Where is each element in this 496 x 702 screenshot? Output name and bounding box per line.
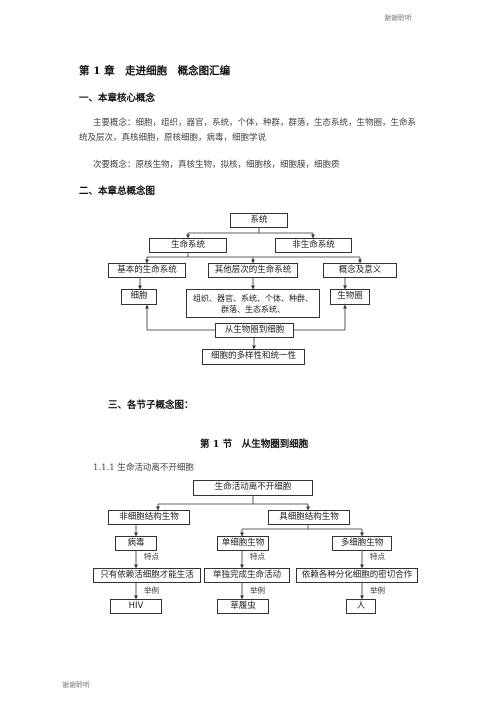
d1-node-concept-meaning: 概念及意义 [323,263,397,278]
d1-node-levels-line-2: 群落、生态系统、 [221,305,285,314]
d2-label-multicellular-example: 举例 [370,586,385,595]
d2-node-virus: 病毒 [115,536,157,551]
d2-node-multicellular: 多细胞生物 [332,536,392,551]
core-concepts-heading: 一、本章核心概念 [79,93,156,104]
d2-label-unicellular-example: 举例 [250,586,265,595]
subsection-1-1-1-heading: 1.1.1 生命活动离不开细胞 [93,463,194,473]
d2-node-human: 人 [346,599,376,614]
d1-node-basic-life-system: 基本的生命系统 [108,263,186,278]
d1-arrow-to-cell-from-bridge [145,304,215,331]
d1-node-other-levels: 其他层次的生命系统 [208,263,298,278]
d2-node-top: 生命活动离不开细胞 [193,480,313,496]
primary-concepts-line-2: 统及层次，真核细胞，原核细胞，病毒，细胞学说 [79,133,267,143]
d1-node-non-life-system: 非生命系统 [275,238,352,253]
chapter-title: 第 1 章 走进细胞 概念图汇编 [79,65,231,77]
page-header: 谢谢聆听 [384,14,412,22]
secondary-concepts-line: 次要概念：原核生物，真核生物，拟核，细胞核，细胞膜，细胞质 [93,160,340,170]
page-footer: 谢谢聆听 [62,681,90,689]
d2-node-multicellular-trait: 依赖各种分化细胞的密切合作 [296,568,418,583]
overall-map-heading: 二、本章总概念图 [79,186,156,197]
d1-node-life-system: 生命系统 [149,238,227,253]
primary-concepts-line-1: 主要概念：细胞，组织，器官，系统，个体，种群，群落，生态系统，生物圈，生命系 [93,118,417,128]
d1-node-diversity-unity: 细胞的多样性和统一性 [202,349,305,365]
d2-node-unicellular-trait: 单独完成生命活动 [204,568,290,583]
d2-label-multicellular-feature: 特点 [370,552,385,561]
d2-node-virus-trait: 只有依赖活细胞才能生活 [93,568,201,583]
d1-node-cell: 细胞 [121,289,157,305]
d1-node-levels-line-1: 组织、器官、系统、个体、种群、 [193,294,313,303]
section-1-heading: 第 1 节 从生物圈到细胞 [200,439,309,450]
d2-label-virus-feature: 特点 [144,552,159,561]
d1-node-biosphere-to-cell: 从生物圈到细胞 [215,323,294,338]
d2-label-unicellular-feature: 特点 [250,552,265,561]
d2-node-unicellular: 单细胞生物 [217,536,269,551]
d1-node-levels: 组织、器官、系统、个体、种群、 群落、生态系统、 [186,289,320,318]
d1-arrow-to-biosphere-from-bridge [294,304,347,331]
d2-label-virus-example: 举例 [144,586,159,595]
d1-node-biosphere: 生物圈 [330,289,370,305]
d2-node-hiv: HIV [110,599,162,614]
d1-node-system: 系统 [230,213,288,228]
sub-maps-heading: 三、各节子概念图： [108,400,194,411]
d2-node-cellular: 具细胞结构生物 [268,510,350,525]
d2-node-paramecium: 草履虫 [217,599,269,614]
d2-node-non-cellular: 非细胞结构生物 [108,510,190,525]
